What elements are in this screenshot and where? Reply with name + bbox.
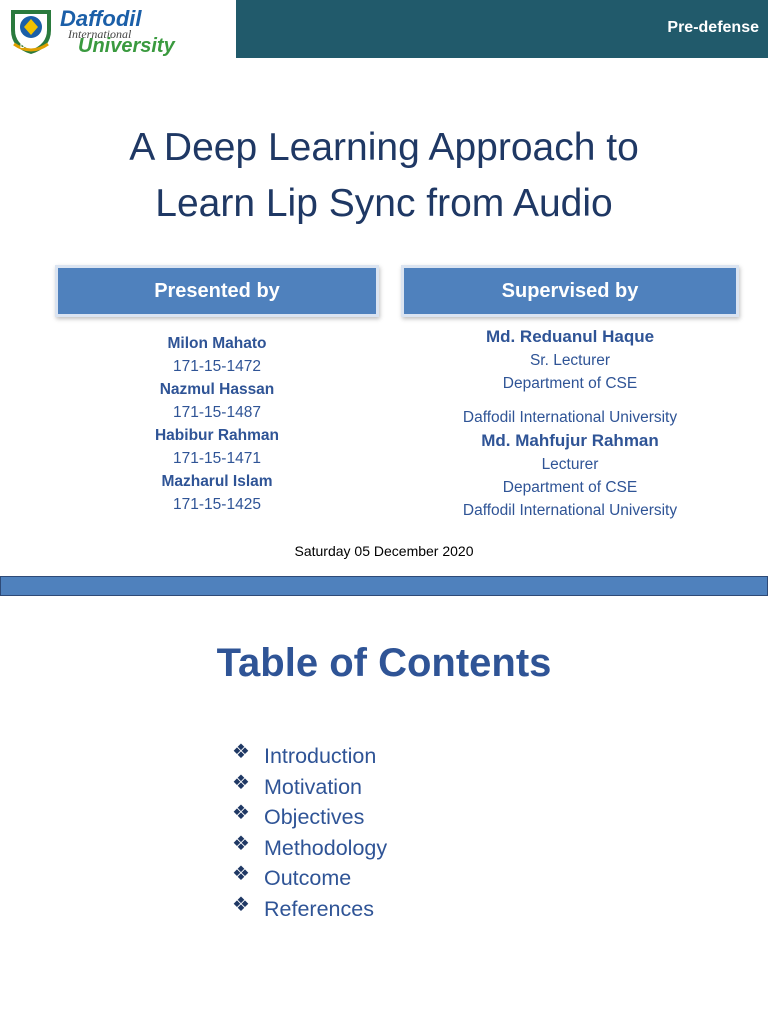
pre-defense-label: Pre-defense <box>667 19 759 36</box>
diamond-bullet-icon: ❖ <box>232 863 250 885</box>
supervisor-title: Sr. Lecturer <box>529 352 611 369</box>
supervisor-department: Department of CSE <box>502 479 638 496</box>
toc-item-label: Methodology <box>264 835 388 860</box>
toc-item-label: Objectives <box>264 805 365 829</box>
toc-list: ❖ Introduction ❖ Motivation ❖ Objectives… <box>232 742 387 925</box>
toc-title: Table of Contents <box>216 641 552 685</box>
svg-text:D I U: D I U <box>20 43 36 50</box>
svg-text:International: International <box>67 27 132 41</box>
diamond-bullet-icon: ❖ <box>232 893 250 916</box>
diamond-bullet-icon: ❖ <box>232 741 250 763</box>
student-name: Habibur Rahman <box>154 427 279 444</box>
student-id: 171-15-1471 <box>173 450 261 467</box>
toc-item: ❖ Outcome <box>232 864 387 895</box>
slide-divider <box>0 576 768 596</box>
supervisor-institution: Daffodil International University <box>462 409 678 426</box>
student-name: Nazmul Hassan <box>159 381 275 398</box>
diamond-bullet-icon: ❖ <box>232 771 250 794</box>
title-line-2: Learn Lip Sync from Audio <box>155 182 613 225</box>
toc-item-label: References <box>264 896 374 921</box>
supervisor-department: Department of CSE <box>502 375 638 392</box>
supervisor-name: Md. Reduanul Haque <box>485 327 655 346</box>
toc-item-label: Introduction <box>264 744 377 768</box>
header-band: Pre-defense <box>236 0 768 58</box>
toc-item: ❖ Methodology <box>232 834 387 865</box>
student-name: Milon Mahato <box>167 335 267 352</box>
student-id: 171-15-1472 <box>173 358 261 375</box>
student-id: 171-15-1425 <box>173 496 261 513</box>
university-logo: D I U Daffodil International University <box>8 4 198 58</box>
title-line-1: A Deep Learning Approach to <box>129 126 639 169</box>
student-list: Milon Mahato 171-15-1472 Nazmul Hassan 1… <box>58 332 376 516</box>
svg-text:Daffodil: Daffodil <box>60 6 142 31</box>
diamond-bullet-icon: ❖ <box>232 802 250 824</box>
supervised-by-box: Supervised by <box>404 268 736 314</box>
presented-by-box: Presented by <box>58 268 376 314</box>
toc-item-label: Motivation <box>264 774 362 799</box>
toc-item: ❖ Motivation <box>232 773 387 804</box>
toc-item-label: Outcome <box>264 866 352 890</box>
toc-slide: Table of Contents ❖ Introduction ❖ Motiv… <box>0 596 768 1024</box>
student-name: Mazharul Islam <box>161 473 273 490</box>
student-id: 171-15-1487 <box>173 404 261 421</box>
presentation-title: A Deep Learning Approach to Learn Lip Sy… <box>0 120 768 232</box>
supervisor-name: Md. Mahfujur Rahman <box>481 431 659 450</box>
presentation-date: Saturday 05 December 2020 <box>294 543 474 559</box>
toc-item: ❖ Objectives <box>232 803 387 834</box>
supervisor-list: Md. Reduanul Haque Sr. Lecturer Departme… <box>404 325 736 522</box>
svg-text:University: University <box>78 35 176 57</box>
supervisor-title: Lecturer <box>541 456 599 473</box>
toc-item: ❖ Introduction <box>232 742 387 773</box>
supervisor-institution: Daffodil International University <box>462 502 678 519</box>
toc-item: ❖ References <box>232 895 387 926</box>
title-slide: D I U Daffodil International University … <box>0 0 768 559</box>
diamond-bullet-icon: ❖ <box>232 832 250 855</box>
